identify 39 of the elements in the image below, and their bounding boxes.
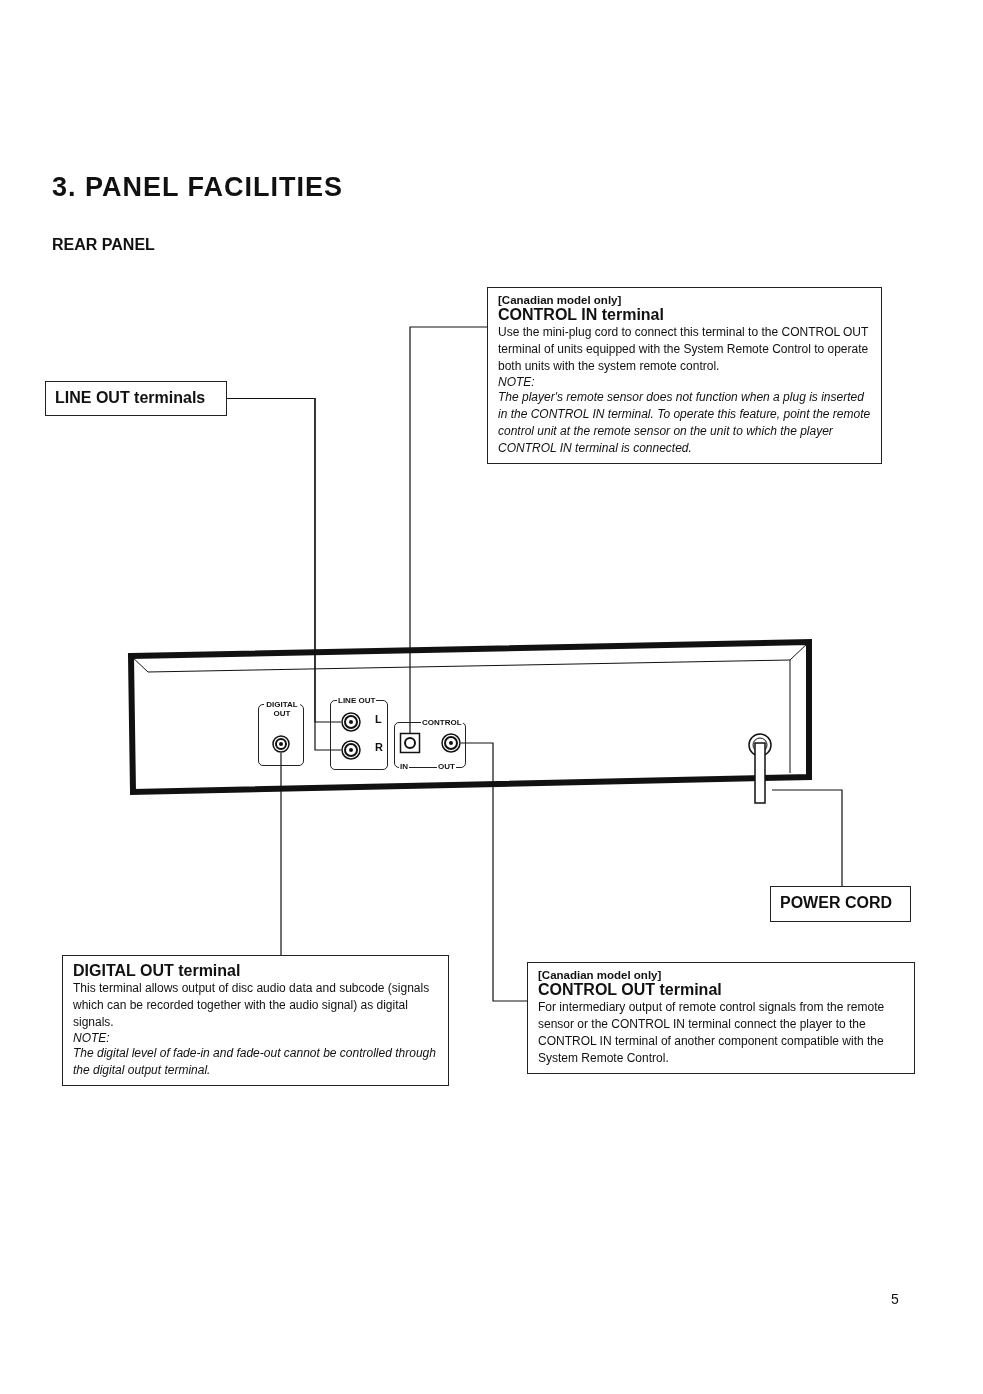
panel-marking: R: [375, 741, 383, 753]
callout-text: POWER CORD: [780, 893, 893, 913]
page-number: 5: [891, 1291, 899, 1307]
panel-marking: IN: [399, 762, 409, 771]
jack-socket: [400, 733, 420, 753]
callout-text: DIGITAL OUT terminal: [73, 962, 242, 980]
callout-text: [Canadian model only]: [538, 969, 663, 981]
panel-marking: OUT: [437, 762, 456, 771]
callout-text: Use the mini-plug cord to connect this terminal to the CONTROL OUT terminal of units equipped with the System Remote Control to operate both units with the system remote control.: [498, 324, 870, 375]
panel-marking: L: [375, 713, 382, 725]
callout-text: The player's remote sensor does not function when a plug is inserted in the CONTROL IN terminal. To operate this feature, point the remote control unit at the remote sensor on the unit to which the player CONTROL IN terminal is connected.: [498, 389, 871, 457]
callout-box: [45, 381, 227, 416]
callout-box: [527, 962, 915, 1074]
power-cord-drawing: [748, 733, 772, 805]
jack-socket: [341, 740, 361, 760]
callout-text: The digital level of fade-in and fade-out cannot be controlled through the digital output terminal.: [73, 1045, 437, 1079]
callout-text: NOTE:: [498, 375, 536, 389]
leader-line: [409, 326, 488, 734]
leader-line: [771, 789, 843, 887]
callout-text: LINE OUT terminals: [55, 388, 207, 408]
callout-box: [770, 886, 911, 922]
callout-box: [62, 955, 449, 1086]
page-title: 3. PANEL FACILITIES: [52, 172, 344, 203]
leader-line: [280, 752, 282, 956]
callout-text: CONTROL IN terminal: [498, 306, 665, 324]
callout-text: This terminal allows output of disc audio data and subcode (signals which can be recorded together with the audio signal) as digital signals.: [73, 980, 431, 1031]
panel-marking: LINE OUT: [337, 696, 377, 705]
jack-socket: [272, 735, 290, 753]
leader-line: [460, 742, 528, 1002]
panel-marking: CONTROL: [421, 718, 463, 727]
callout-text: NOTE:: [73, 1031, 111, 1045]
callout-text: For intermediary output of remote control signals from the remote sensor or the CONTROL IN terminal connect the player to the CONTROL IN terminal of another component compatible with the System Remote Control.: [538, 999, 886, 1067]
jack-socket: [341, 712, 361, 732]
panel-marking: DIGITAL OUT: [264, 700, 300, 718]
callout-text: [Canadian model only]: [498, 294, 623, 306]
section-heading: REAR PANEL: [52, 236, 155, 254]
callout-box: [487, 287, 882, 464]
jack-socket: [441, 733, 461, 753]
callout-text: CONTROL OUT terminal: [538, 981, 723, 999]
